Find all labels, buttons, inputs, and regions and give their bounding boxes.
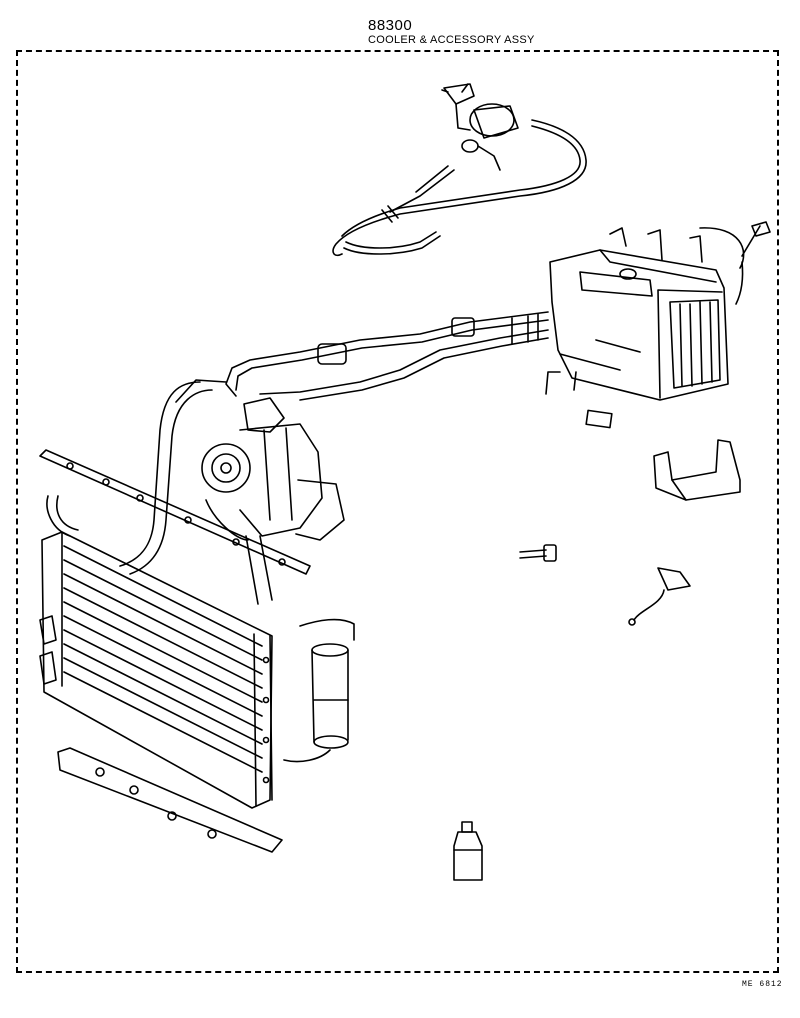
hose-loop-icon bbox=[119, 379, 273, 605]
reference-number: ME 6812 bbox=[742, 980, 783, 989]
part-code: 88300 bbox=[368, 17, 413, 34]
switch-icon bbox=[628, 567, 691, 626]
cylinder-icon bbox=[283, 618, 355, 763]
diagram-frame bbox=[16, 50, 779, 973]
diagram-title: COOLER & ACCESSORY ASSY bbox=[368, 34, 535, 46]
evaporator-icon bbox=[549, 221, 771, 401]
vacuum-hose-icon bbox=[332, 119, 587, 257]
bracket-icon bbox=[653, 439, 741, 501]
diagram-header: 88300 COOLER & ACCESSORY ASSY bbox=[368, 17, 535, 47]
bracket-icon bbox=[39, 449, 311, 575]
bottle-icon bbox=[453, 821, 483, 881]
magnetic-valve-icon bbox=[441, 83, 519, 171]
pipe-icon bbox=[225, 311, 577, 401]
condenser-icon bbox=[39, 495, 273, 809]
bolt-icon bbox=[519, 544, 557, 562]
bracket-icon bbox=[57, 747, 283, 853]
pad-icon bbox=[585, 409, 613, 429]
compressor-icon bbox=[201, 397, 345, 541]
